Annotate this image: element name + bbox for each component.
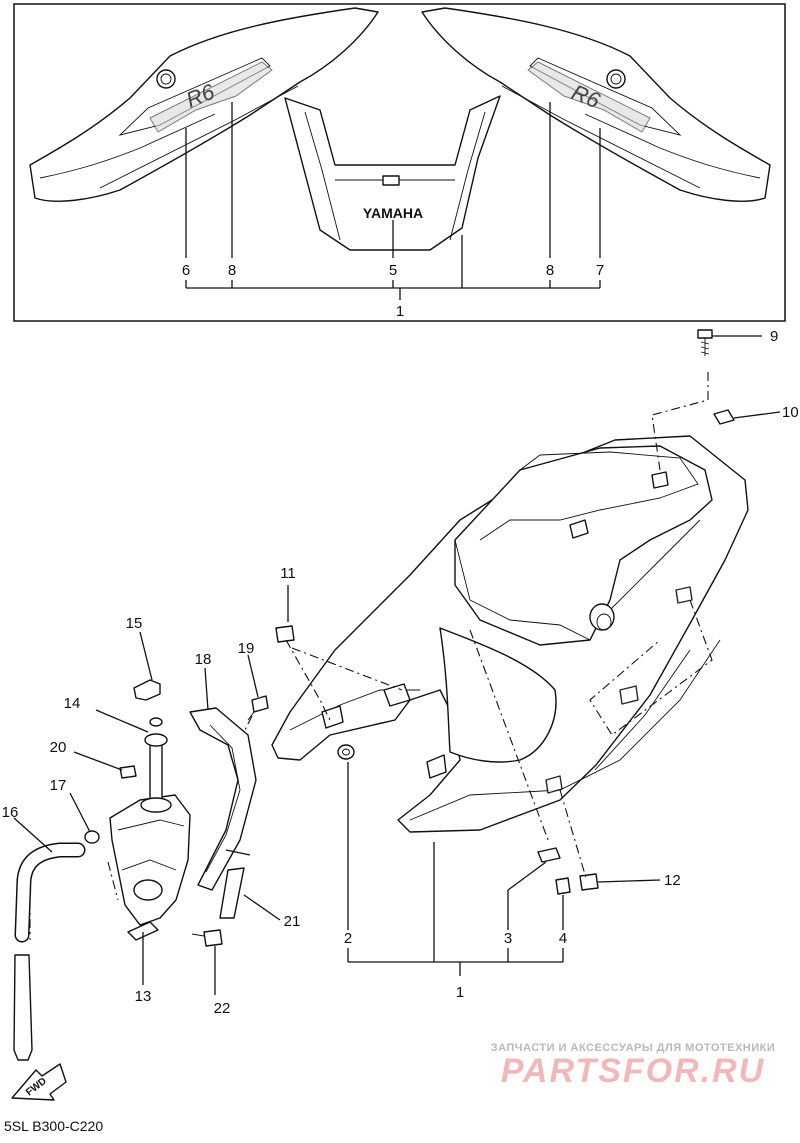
callout-4: 4 xyxy=(559,930,567,947)
rear-cowling xyxy=(271,435,749,833)
callout-12: 12 xyxy=(664,872,681,889)
callout-15: 15 xyxy=(126,615,143,632)
callout-10: 10 xyxy=(782,404,799,421)
watermark: ЗАПЧАСТИ И АКСЕССУАРЫ ДЛЯ МОТОТЕХНИКИ PA… xyxy=(478,1042,788,1091)
tail-center-piece: YAMAHA xyxy=(284,95,501,251)
callout-17: 17 xyxy=(50,777,67,794)
left-side-cover: R6 xyxy=(29,7,379,202)
callout-1-inset: 1 xyxy=(396,303,404,320)
callout-9: 9 xyxy=(770,328,778,345)
fwd-arrow-icon: FWD xyxy=(11,1063,67,1101)
callout-7: 7 xyxy=(596,262,604,279)
inset-leaders xyxy=(185,102,601,300)
callout-16: 16 xyxy=(2,804,19,821)
callout-3: 3 xyxy=(504,930,512,947)
callout-8-left: 8 xyxy=(228,262,236,279)
callout-19: 19 xyxy=(238,640,255,657)
callout-22: 22 xyxy=(214,1000,231,1017)
right-side-cover: R6 xyxy=(421,7,771,202)
callout-14: 14 xyxy=(64,695,81,712)
callout-1-main: 1 xyxy=(456,984,464,1001)
watermark-brand: PARTSFOR.RU xyxy=(500,1052,766,1090)
callout-20: 20 xyxy=(50,739,67,756)
callout-8-right: 8 xyxy=(546,262,554,279)
callout-21: 21 xyxy=(284,913,301,930)
callout-2: 2 xyxy=(344,930,352,947)
callout-18: 18 xyxy=(195,651,212,668)
watermark-tagline: ЗАПЧАСТИ И АКСЕССУАРЫ ДЛЯ МОТОТЕХНИКИ xyxy=(490,1042,776,1054)
callout-13: 13 xyxy=(135,988,152,1005)
callout-6: 6 xyxy=(182,262,190,279)
main-leaders xyxy=(287,335,781,976)
decal-inset: R6 R6 YAMAHA xyxy=(13,3,786,322)
reservoir-leaders xyxy=(13,631,281,995)
reservoir-group xyxy=(13,679,269,1061)
callout-5: 5 xyxy=(389,262,397,279)
diagram-code: 5SL B300-C220 xyxy=(4,1118,104,1134)
assembly-lines xyxy=(29,372,713,940)
fasteners xyxy=(275,329,735,895)
yamaha-emblem: YAMAHA xyxy=(363,205,423,221)
callout-11: 11 xyxy=(280,565,296,582)
